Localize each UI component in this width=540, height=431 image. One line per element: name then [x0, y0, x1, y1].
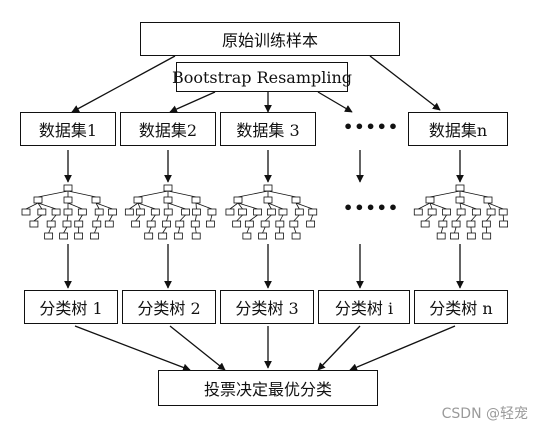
vote-box: 投票决定最优分类 [158, 370, 378, 406]
arrow-to-dataset-1 [71, 55, 176, 113]
tree-icon [413, 184, 508, 240]
arrow-to-ellipsis [317, 91, 353, 113]
tree-icon [21, 184, 117, 240]
dataset-label-n: 数据集n [428, 121, 488, 140]
dataset-label-1: 数据集1 [38, 121, 98, 140]
arrow-to-dataset-n [369, 55, 441, 111]
classification-tree-label-i: 分类树 i [334, 299, 394, 318]
dataset-box-2: 数据集2 [120, 112, 216, 146]
bootstrap-resampling-label: Bootstrap Resampling [171, 67, 353, 87]
dataset-label-2: 数据集2 [138, 121, 198, 140]
arrow-vote-2 [169, 325, 226, 371]
original-samples-label: 原始训练样本 [221, 31, 318, 50]
classification-tree-label-n: 分类树 n [429, 299, 493, 318]
arrow-vote-i [317, 325, 361, 371]
classification-tree-box-2: 分类树 2 [122, 290, 216, 324]
tree-icon [225, 184, 318, 240]
bootstrap-resampling-box: Bootstrap Resampling [172, 62, 352, 92]
classification-tree-box-3: 分类树 3 [220, 290, 314, 324]
flow-arrows [64, 55, 464, 372]
classification-tree-box-i: 分类树 i [318, 290, 410, 324]
vote-label: 投票决定最优分类 [203, 380, 332, 399]
arrow-to-dataset-2 [169, 91, 216, 113]
classification-tree-box-1: 分类树 1 [24, 290, 118, 324]
classification-tree-label-2: 分类树 2 [137, 299, 201, 318]
classification-tree-box-n: 分类树 n [414, 290, 508, 324]
tree-diagrams [21, 184, 508, 240]
arrow-vote-n [349, 325, 456, 371]
dataset-box-1: 数据集1 [20, 112, 116, 146]
tree-ellipsis: ••••• [343, 198, 400, 217]
arrow-vote-1 [74, 325, 191, 372]
tree-icon [124, 184, 217, 240]
dataset-ellipsis: ••••• [343, 117, 400, 136]
dataset-label-3: 数据集 3 [236, 121, 300, 140]
watermark: CSDN @轻宠 [441, 406, 528, 422]
original-samples-box: 原始训练样本 [140, 22, 400, 56]
dataset-box-n: 数据集n [408, 112, 508, 146]
classification-tree-label-3: 分类树 3 [235, 299, 299, 318]
classification-tree-label-1: 分类树 1 [39, 299, 103, 318]
dataset-box-3: 数据集 3 [220, 112, 316, 146]
